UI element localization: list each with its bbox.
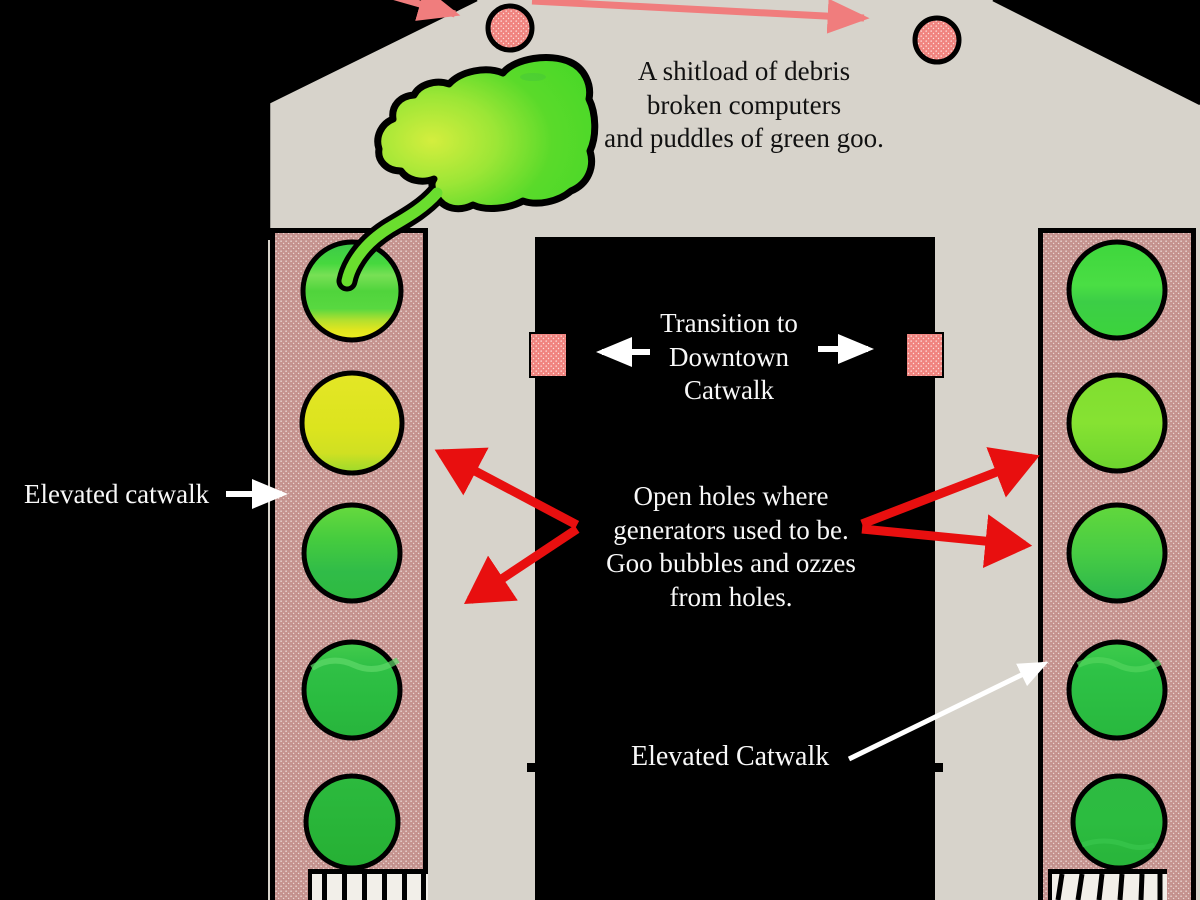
- elevated-catwalk-label-left: Elevated catwalk: [24, 479, 210, 509]
- holes-note-line: from holes.: [669, 581, 793, 612]
- transition-door-left: [529, 332, 568, 378]
- debris-note-line: A shitload of debris: [637, 56, 851, 86]
- goo-spill-drip-fill: [341, 187, 443, 287]
- pink-arrow-left: [393, 0, 461, 21]
- debris-note-line: broken computers: [646, 89, 842, 120]
- roof-edge-right: [992, 0, 1200, 106]
- red-arrow-upper-right: [860, 447, 1040, 529]
- debris-note-line: and puddles of green goo.: [604, 123, 884, 153]
- generator-holes-note: Open holes where generators used to be. …: [551, 480, 911, 614]
- white-arrow-elevated-right: [847, 661, 1049, 762]
- pit-notch-left: [527, 763, 540, 772]
- holes-note-line: generators used to be.: [613, 514, 849, 545]
- goo-hole-left-4: [301, 639, 403, 741]
- goo-hole-right-1: [1066, 239, 1168, 341]
- red-arrow-lower-right: [861, 514, 1033, 569]
- red-arrow-upper-left: [434, 447, 580, 529]
- goo-hole-left-3: [301, 502, 403, 604]
- debris-note: A shitload of debris broken computers an…: [544, 55, 944, 156]
- transition-note-line: Downtown: [669, 341, 789, 372]
- goo-hole-right-4: [1066, 639, 1168, 741]
- goo-dimple: [520, 73, 546, 81]
- transition-door-right: [905, 332, 944, 378]
- elevated-catwalk-label-right: Elevated Catwalk: [631, 741, 830, 772]
- goo-spill: [336, 54, 599, 292]
- goo-hole-right-2: [1066, 372, 1168, 474]
- goo-wave-highlight: [1076, 657, 1162, 673]
- goo-hole-right-5: [1070, 773, 1168, 871]
- transition-note-line: Catwalk: [684, 375, 774, 405]
- goo-hole-left-2: [299, 370, 405, 476]
- red-arrow-lower-left: [464, 525, 580, 604]
- transition-note-line: Transition to: [660, 308, 798, 338]
- goo-wave-highlight: [310, 657, 400, 672]
- goo-hole-left-1: [300, 239, 404, 343]
- goo-wave-highlight: [1081, 838, 1155, 850]
- roof-hole-right: [912, 15, 962, 65]
- catwalk-left: [270, 228, 428, 900]
- transition-note: Transition to Downtown Catwalk: [619, 307, 839, 408]
- catwalk-left-border: [270, 228, 428, 900]
- roof-hole-left: [485, 3, 535, 53]
- goo-hole-left-5: [303, 773, 401, 871]
- pink-arrow-long: [531, 0, 870, 34]
- holes-note-line: Open holes where: [633, 481, 829, 511]
- ladder-left: [308, 869, 428, 900]
- catwalk-right: [1038, 228, 1196, 900]
- catwalk-right-border: [1038, 228, 1196, 900]
- holes-note-line: Goo bubbles and ozzes: [606, 548, 856, 578]
- pit-notch-right: [930, 763, 943, 772]
- ladder-right: [1048, 869, 1167, 900]
- goo-hole-right-3: [1066, 502, 1168, 604]
